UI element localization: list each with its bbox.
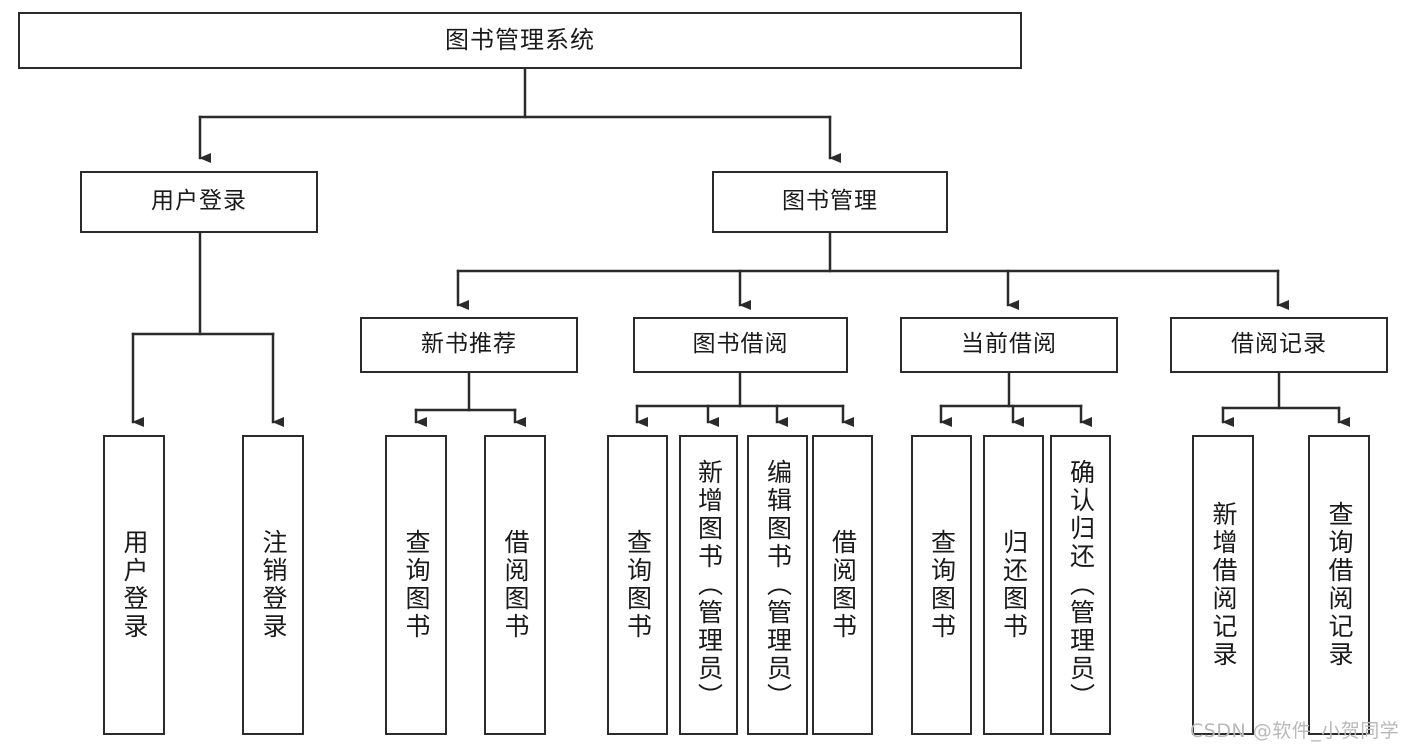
node-borrow-record[interactable]: 借阅记录: [1170, 317, 1388, 373]
node-user-login[interactable]: 用户登录: [80, 171, 318, 233]
node-leaf-return-book[interactable]: 归还图书: [983, 435, 1044, 735]
node-leaf-query-book-1-label: 查询图书: [402, 529, 431, 641]
node-user-login-label: 用户登录: [151, 188, 247, 215]
node-leaf-query-book-3-label: 查询图书: [927, 529, 957, 641]
node-book-manage[interactable]: 图书管理: [712, 171, 948, 233]
node-leaf-add-record[interactable]: 新增借阅记录: [1192, 435, 1254, 735]
node-book-manage-label: 图书管理: [782, 188, 878, 215]
node-leaf-query-book-2[interactable]: 查询图书: [607, 435, 668, 735]
node-leaf-confirm-return-label: 确认归还（管理员）: [1066, 459, 1096, 711]
node-leaf-query-book-1[interactable]: 查询图书: [385, 435, 447, 735]
node-leaf-user-logout[interactable]: 注销登录: [242, 435, 304, 735]
node-leaf-query-book-2-label: 查询图书: [623, 529, 653, 641]
node-leaf-return-book-label: 归还图书: [999, 529, 1029, 641]
node-leaf-confirm-return[interactable]: 确认归还（管理员）: [1050, 435, 1111, 735]
node-leaf-add-book-label: 新增图书（管理员）: [694, 459, 724, 711]
node-new-book-rec[interactable]: 新书推荐: [360, 317, 578, 373]
node-leaf-user-logout-label: 注销登录: [259, 529, 288, 641]
node-leaf-borrow-book-2[interactable]: 借阅图书: [812, 435, 873, 735]
node-leaf-edit-book-label: 编辑图书（管理员）: [763, 459, 793, 711]
node-leaf-edit-book[interactable]: 编辑图书（管理员）: [747, 435, 808, 735]
node-leaf-borrow-book-2-label: 借阅图书: [828, 529, 858, 641]
node-book-borrow[interactable]: 图书借阅: [633, 317, 848, 373]
node-current-borrow-label: 当前借阅: [961, 331, 1057, 358]
node-new-book-rec-label: 新书推荐: [421, 331, 517, 358]
node-borrow-record-label: 借阅记录: [1231, 331, 1327, 358]
node-leaf-user-login-label: 用户登录: [120, 529, 149, 641]
node-current-borrow[interactable]: 当前借阅: [900, 317, 1118, 373]
node-root[interactable]: 图书管理系统: [18, 12, 1022, 69]
csdn-watermark: CSDN @软件_小贺同学: [1190, 720, 1400, 742]
node-root-label: 图书管理系统: [445, 26, 595, 55]
node-book-borrow-label: 图书借阅: [692, 331, 789, 358]
node-leaf-query-book-3[interactable]: 查询图书: [911, 435, 972, 735]
node-leaf-add-book[interactable]: 新增图书（管理员）: [679, 435, 738, 735]
node-leaf-borrow-book-1-label: 借阅图书: [501, 529, 530, 641]
node-leaf-user-login[interactable]: 用户登录: [103, 435, 165, 735]
node-leaf-query-record-label: 查询借阅记录: [1325, 501, 1354, 669]
node-leaf-query-record[interactable]: 查询借阅记录: [1308, 435, 1370, 735]
node-leaf-borrow-book-1[interactable]: 借阅图书: [484, 435, 546, 735]
node-leaf-add-record-label: 新增借阅记录: [1209, 501, 1238, 669]
